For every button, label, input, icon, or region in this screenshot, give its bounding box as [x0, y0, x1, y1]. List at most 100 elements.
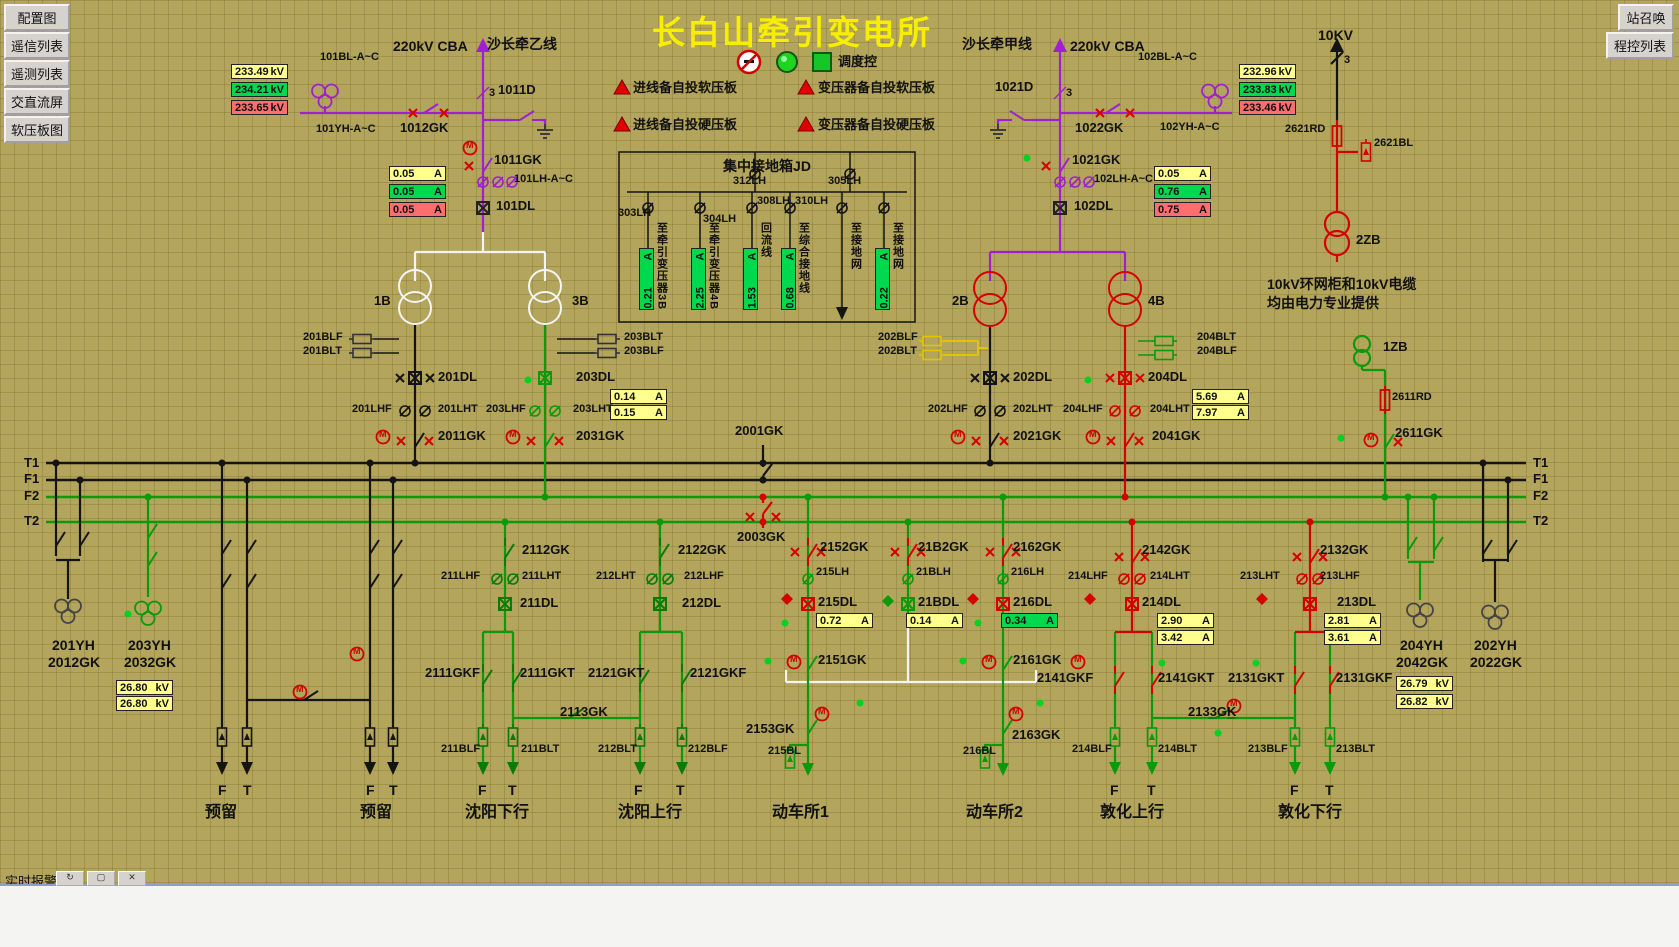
legend-icons [613, 49, 832, 132]
sym-1011gk[interactable] [482, 151, 493, 181]
no-smoking-icon [736, 49, 762, 75]
hard-plate-xfmr-icon [797, 116, 815, 132]
ct-102lh [1069, 176, 1081, 188]
sym-yuliu1-gk4[interactable] [246, 567, 257, 597]
pt-204yh[interactable] [1406, 602, 1434, 628]
ct-212lht [646, 573, 658, 585]
sym-2041gk[interactable] [1124, 426, 1135, 456]
sym-yuliu2-gk2[interactable] [392, 533, 403, 563]
status-led-icon[interactable] [776, 51, 798, 73]
sym-2111gkt[interactable] [512, 663, 523, 693]
sym-2151gk[interactable] [807, 649, 818, 679]
sym-2161gk[interactable] [1002, 649, 1013, 679]
sym-2162gk[interactable] [1002, 537, 1013, 567]
feeder-arrow [477, 762, 489, 775]
arrester-201blt[interactable] [348, 347, 376, 359]
feeder-arrow [997, 763, 1009, 776]
sym-2113gk[interactable] [560, 708, 590, 719]
nav-program-control-button[interactable]: 程控列表 [1606, 32, 1674, 59]
hard-plate-line-icon [613, 116, 631, 132]
sym-1021gk[interactable] [1059, 151, 1070, 181]
sym-2152gk[interactable] [807, 537, 818, 567]
sym-yuliu1-gk3[interactable] [221, 567, 232, 597]
sym-1021d[interactable] [1003, 110, 1033, 121]
arrester-216bl [979, 745, 991, 769]
sym-2021gk[interactable] [989, 426, 1000, 456]
sym-2022gk-b[interactable] [1507, 533, 1518, 563]
ct-203lht [549, 405, 561, 417]
feeder-arrow [241, 762, 253, 775]
sym-2153gk[interactable] [807, 713, 818, 743]
sym-2121gkt[interactable] [639, 663, 650, 693]
pt-102yh[interactable] [1201, 83, 1229, 109]
motor-icons [292, 140, 1379, 722]
ground-icon [989, 123, 1007, 139]
switch-x-marks [395, 108, 1403, 562]
arrester-203blt[interactable] [593, 333, 621, 345]
nav-acdc-screen-button[interactable]: 交直流屏 [4, 88, 70, 115]
soft-plate-line-icon [613, 79, 631, 95]
sym-2011gk[interactable] [414, 426, 425, 456]
nav-station-call-button[interactable]: 站召唤 [1618, 4, 1674, 31]
pt-202yh[interactable] [1481, 604, 1509, 630]
dispatch-control-icon[interactable] [812, 52, 832, 72]
sym-2031gk[interactable] [544, 426, 555, 456]
sym-2032gk-b[interactable] [147, 545, 158, 575]
sym-2621rd[interactable] [1331, 121, 1343, 151]
arrester-yuliu1-t [241, 723, 253, 747]
bus-lines [46, 461, 1526, 524]
arrow-10kv [1330, 38, 1344, 52]
sym-yuliu1-gk2[interactable] [246, 533, 257, 563]
arrester-203blf[interactable] [593, 347, 621, 359]
sym-2012gk[interactable] [55, 525, 66, 555]
sym-2121gkf[interactable] [681, 663, 692, 693]
sym-yuliu2-gk4[interactable] [392, 567, 403, 597]
sym-2022gk[interactable] [1482, 533, 1493, 563]
arrester-201blf[interactable] [348, 333, 376, 345]
feeder-arrow [364, 762, 376, 775]
ct-202lhf [974, 405, 986, 417]
sym-2133gk[interactable] [1207, 708, 1237, 719]
sym-2131gkf[interactable] [1329, 665, 1340, 695]
sym-yuliu1-gk1[interactable] [221, 533, 232, 563]
nav-config-diagram-button[interactable]: 配置图 [4, 4, 70, 31]
sym-2122gk[interactable] [659, 537, 670, 567]
jd-box [618, 151, 916, 323]
nav-telemetry-list-button[interactable]: 遥测列表 [4, 60, 70, 87]
feeder-arrow [1146, 762, 1158, 775]
ct-102lh [1083, 176, 1095, 188]
sym-2012gk-b[interactable] [79, 525, 90, 555]
sym-2131gkt[interactable] [1294, 665, 1305, 695]
sym-2042gk[interactable] [1407, 530, 1418, 560]
sym-yuliu2-gk3[interactable] [369, 567, 380, 597]
sym-2112gk[interactable] [504, 537, 515, 567]
arrester-202blf[interactable] [918, 335, 946, 347]
arrester-2621bl [1360, 138, 1372, 162]
ct-202lht [994, 405, 1006, 417]
sym-yuliu2-gk1[interactable] [369, 533, 380, 563]
arrester-202blt[interactable] [918, 349, 946, 361]
sym-2132gk[interactable] [1309, 542, 1320, 572]
sym-2141gkf[interactable] [1114, 665, 1125, 695]
sym-2142gk[interactable] [1131, 542, 1142, 572]
sym-21b2gk[interactable] [907, 537, 918, 567]
sym-1012gk[interactable] [415, 103, 445, 114]
sym-2111gkf[interactable] [482, 663, 493, 693]
ct-213lht [1296, 573, 1308, 585]
pt-203yh[interactable] [134, 600, 162, 626]
arrester-204blf[interactable] [1150, 349, 1178, 361]
ct-201lht [419, 405, 431, 417]
sym-2611gk[interactable] [1384, 427, 1395, 457]
sym-2141gkt[interactable] [1151, 665, 1162, 695]
pt-101yh[interactable] [311, 83, 339, 109]
sym-2611rd[interactable] [1379, 385, 1391, 415]
arrester-213blt [1324, 723, 1336, 747]
ct-101lh [506, 176, 518, 188]
sym-1011d[interactable] [511, 110, 541, 121]
nav-telesignal-list-button[interactable]: 遥信列表 [4, 32, 70, 59]
arrester-204blt[interactable] [1150, 335, 1178, 347]
feeder-arrow [507, 762, 519, 775]
pt-201yh[interactable] [54, 598, 82, 624]
sym-2042gk-b[interactable] [1433, 530, 1444, 560]
nav-soft-plate-button[interactable]: 软压板图 [4, 116, 70, 143]
